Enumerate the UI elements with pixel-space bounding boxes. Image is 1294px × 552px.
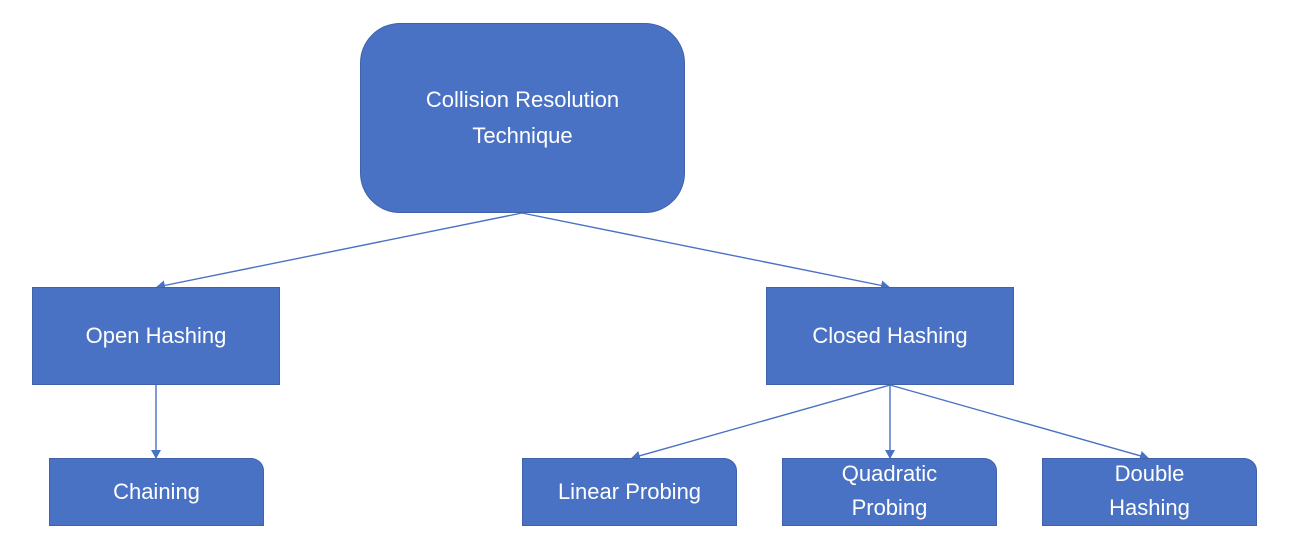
node-label: Collision Resolution Technique [425, 87, 620, 148]
node-double-hashing: Double Hashing [1042, 458, 1257, 526]
node-closed-hashing: Closed Hashing [766, 287, 1014, 385]
node-chaining: Chaining [49, 458, 264, 526]
node-quadratic-probing: Quadratic Probing [782, 458, 997, 526]
edge-closed-hashing-to-linear-probing [631, 384, 891, 461]
node-collision-resolution-technique: Collision Resolution Technique [360, 23, 685, 213]
node-linear-probing: Linear Probing [522, 458, 737, 526]
node-label: Double Hashing [1109, 461, 1190, 520]
edge-root-to-open-hashing [156, 212, 523, 291]
node-open-hashing: Open Hashing [32, 287, 280, 385]
node-label: Chaining [113, 479, 200, 504]
edge-closed-hashing-to-double-hashing [889, 384, 1149, 461]
node-label: Linear Probing [557, 479, 702, 504]
node-label: Open Hashing [85, 323, 227, 348]
node-label: Quadratic Probing [841, 461, 938, 520]
edge-root-to-closed-hashing [521, 212, 890, 291]
node-label: Closed Hashing [812, 323, 968, 348]
